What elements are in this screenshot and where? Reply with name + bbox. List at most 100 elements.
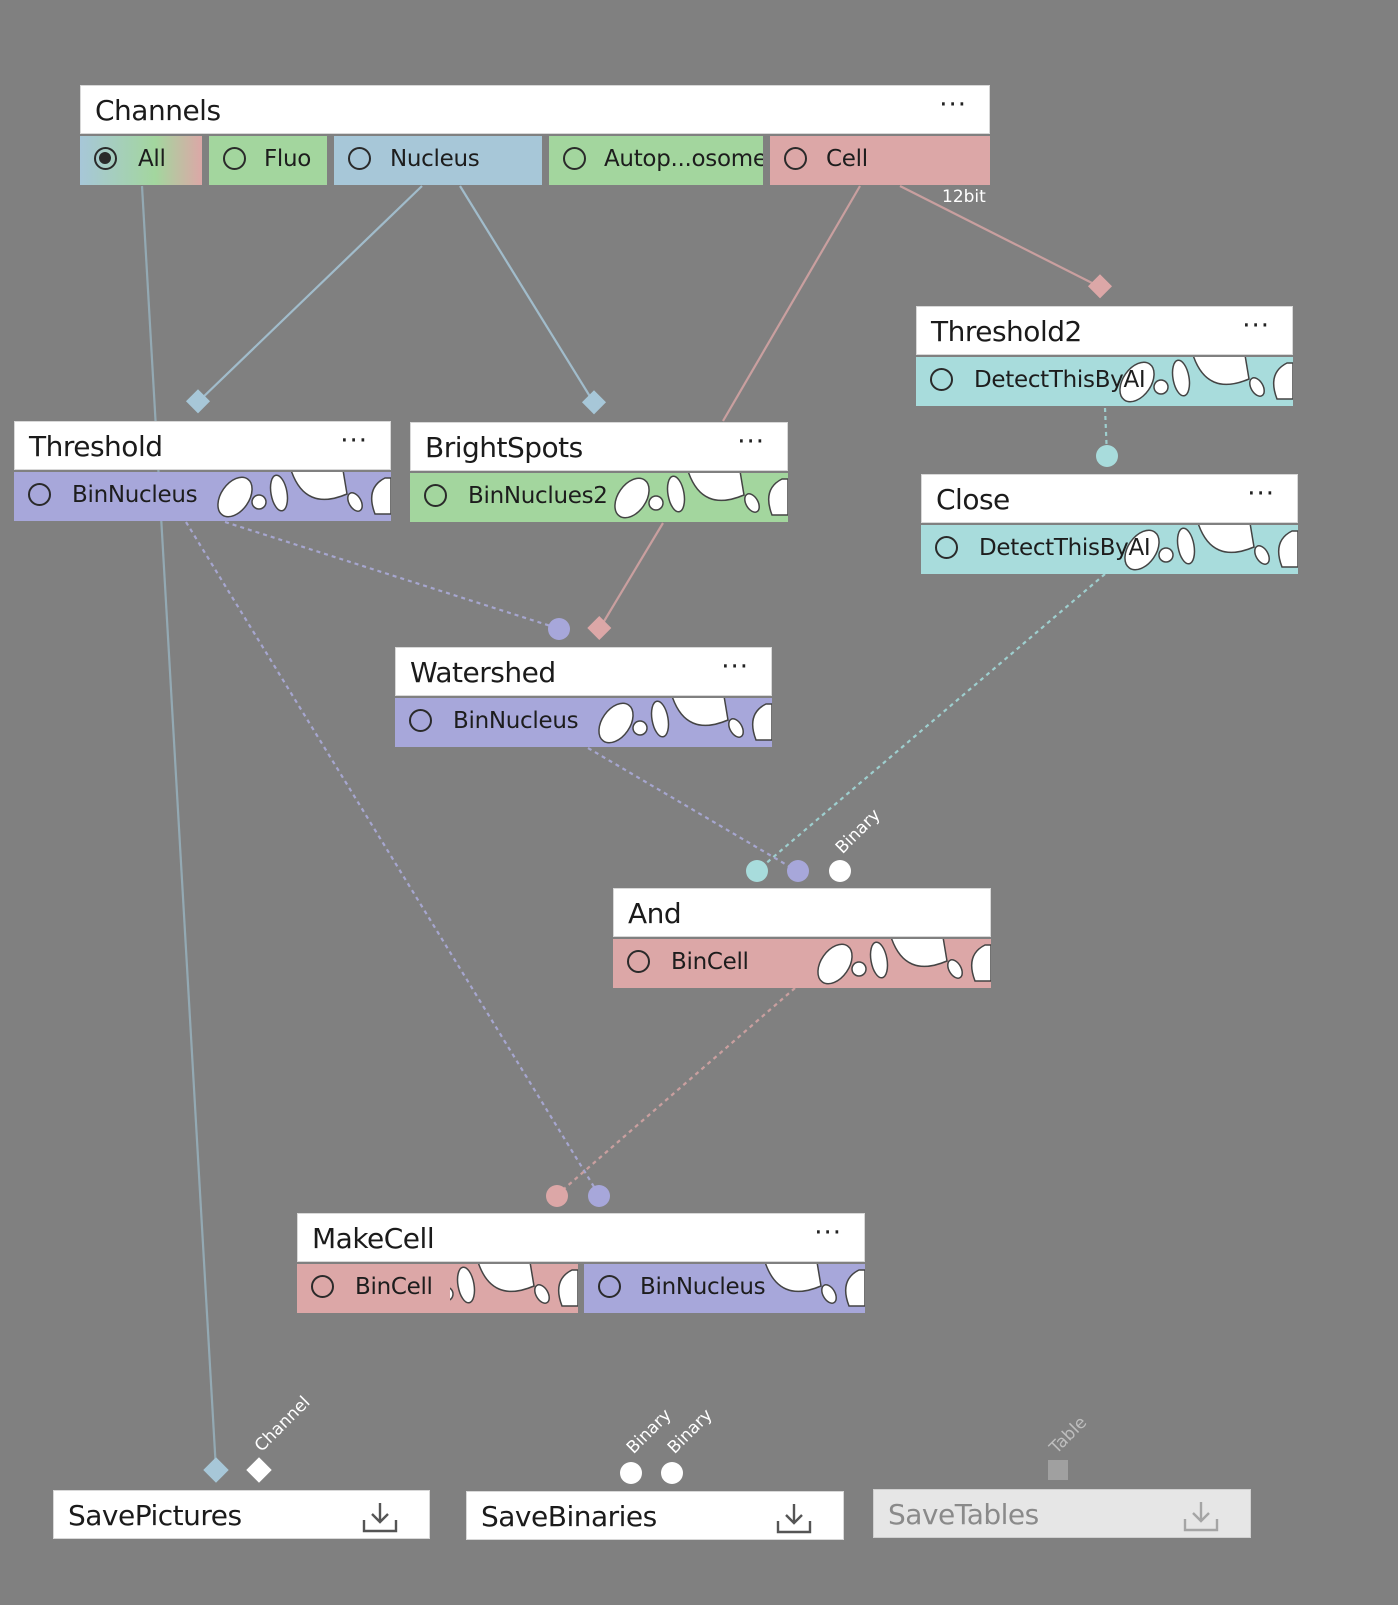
radio-selected-icon[interactable] <box>94 147 117 170</box>
brightspots-menu-button[interactable]: ··· <box>737 427 765 457</box>
savebinaries-input-port-1[interactable] <box>620 1462 642 1484</box>
makecell-node[interactable]: MakeCell ··· BinCell BinNucleus <box>297 1213 865 1313</box>
threshold2-input-port[interactable] <box>1087 274 1113 299</box>
binary-preview-icon <box>598 698 772 744</box>
radio-icon[interactable] <box>311 1275 334 1298</box>
threshold2-node-header[interactable]: Threshold2 ··· <box>916 306 1293 355</box>
wire-nucleus-to-threshold <box>197 185 423 403</box>
savebinaries-input-port-2[interactable] <box>661 1462 683 1484</box>
watershed-output-binnucleus[interactable]: BinNucleus <box>395 698 772 747</box>
savepictures-node-header[interactable]: SavePictures <box>53 1490 430 1539</box>
output-label: BinNucleus <box>640 1274 766 1300</box>
savetables-input-port[interactable] <box>1048 1460 1068 1480</box>
watershed-input-port-channel[interactable] <box>587 615 612 641</box>
channel-label: Cell <box>826 146 868 172</box>
binary-preview-icon <box>217 472 391 518</box>
watershed-node-title: Watershed <box>410 656 556 689</box>
makecell-output-bincell[interactable]: BinCell <box>297 1264 578 1313</box>
and-input-port-3[interactable] <box>829 860 851 882</box>
radio-icon[interactable] <box>348 147 371 170</box>
savepictures-input-port-2[interactable] <box>246 1457 272 1483</box>
radio-icon[interactable] <box>424 484 447 507</box>
radio-icon[interactable] <box>28 483 51 506</box>
threshold2-menu-button[interactable]: ··· <box>1242 311 1270 341</box>
radio-icon[interactable] <box>935 536 958 559</box>
output-label: BinCell <box>355 1274 433 1300</box>
and-input-port-2[interactable] <box>787 860 809 882</box>
brightspots-node-title: BrightSpots <box>425 431 583 464</box>
watershed-node[interactable]: Watershed ··· BinNucleus <box>395 647 772 747</box>
download-icon[interactable] <box>361 1500 399 1534</box>
output-label: BinNucleus <box>453 708 579 734</box>
channels-node[interactable]: Channels ··· All Fluo Nucleus Autop...os… <box>80 85 990 185</box>
channel-output-cell[interactable]: Cell <box>770 136 990 185</box>
brightspots-input-port[interactable] <box>581 390 607 415</box>
close-node[interactable]: Close ··· DetectThisByAI <box>921 474 1298 574</box>
close-node-header[interactable]: Close ··· <box>921 474 1298 523</box>
savepictures-input-port-1[interactable] <box>203 1457 229 1483</box>
threshold-node-title: Threshold <box>29 430 163 463</box>
savetables-node[interactable]: SaveTables <box>873 1489 1251 1538</box>
binary-preview-icon <box>1119 357 1293 403</box>
savebinaries-node[interactable]: SaveBinaries <box>466 1491 844 1540</box>
makecell-input-port-1[interactable] <box>546 1185 568 1207</box>
threshold2-output-detectthisbyai[interactable]: DetectThisByAI <box>916 357 1293 406</box>
makecell-input-port-2[interactable] <box>588 1185 610 1207</box>
makecell-output-binnucleus[interactable]: BinNucleus <box>584 1264 865 1313</box>
savepictures-node[interactable]: SavePictures <box>53 1490 430 1539</box>
close-input-port[interactable] <box>1096 445 1118 467</box>
binary-preview-icon <box>614 473 788 519</box>
radio-icon[interactable] <box>223 147 246 170</box>
savebinaries-node-header[interactable]: SaveBinaries <box>466 1491 844 1540</box>
makecell-menu-button[interactable]: ··· <box>814 1218 842 1248</box>
wire-threshold-to-makecell <box>185 521 600 1196</box>
threshold-menu-button[interactable]: ··· <box>340 426 368 456</box>
radio-icon[interactable] <box>627 950 650 973</box>
binary-preview-icon <box>450 1264 578 1307</box>
output-label: DetectThisByAI <box>979 535 1151 561</box>
makecell-node-header[interactable]: MakeCell ··· <box>297 1213 865 1262</box>
threshold-node-header[interactable]: Threshold ··· <box>14 421 391 470</box>
radio-icon[interactable] <box>930 368 953 391</box>
download-icon[interactable] <box>1182 1499 1220 1533</box>
and-output-bincell[interactable]: BinCell <box>613 939 991 988</box>
brightspots-output-binnuclues2[interactable]: BinNuclues2 <box>410 473 788 522</box>
and-node[interactable]: And BinCell <box>613 888 991 988</box>
and-node-header[interactable]: And <box>613 888 991 937</box>
channel-output-all[interactable]: All <box>80 136 202 185</box>
brightspots-node[interactable]: BrightSpots ··· BinNuclues2 <box>410 422 788 522</box>
binary-preview-icon <box>817 939 991 985</box>
channels-node-title: Channels <box>95 94 221 127</box>
and-input-port-1[interactable] <box>746 860 768 882</box>
watershed-node-header[interactable]: Watershed ··· <box>395 647 772 696</box>
watershed-menu-button[interactable]: ··· <box>721 652 749 682</box>
close-node-title: Close <box>936 483 1010 516</box>
brightspots-node-header[interactable]: BrightSpots ··· <box>410 422 788 471</box>
output-label: BinNucleus <box>72 482 198 508</box>
close-output-detectthisbyai[interactable]: DetectThisByAI <box>921 525 1298 574</box>
radio-icon[interactable] <box>409 709 432 732</box>
channel-output-autophagosome[interactable]: Autop...osome <box>549 136 763 185</box>
binary-preview-icon <box>1124 525 1298 571</box>
savepictures-node-title: SavePictures <box>68 1499 242 1532</box>
channels-node-header[interactable]: Channels ··· <box>80 85 990 134</box>
threshold-node[interactable]: Threshold ··· BinNucleus <box>14 421 391 521</box>
channel-output-fluo[interactable]: Fluo <box>209 136 327 185</box>
bit-depth-label: 12bit <box>942 187 986 207</box>
wire-brightspots-to-watershed <box>599 522 664 629</box>
wire-and-to-makecell <box>556 987 796 1196</box>
threshold2-node[interactable]: Threshold2 ··· DetectThisByAI <box>916 306 1293 406</box>
savetables-node-header[interactable]: SaveTables <box>873 1489 1251 1538</box>
download-icon[interactable] <box>775 1501 813 1535</box>
radio-icon[interactable] <box>563 147 586 170</box>
radio-icon[interactable] <box>598 1275 621 1298</box>
channel-output-nucleus[interactable]: Nucleus <box>334 136 542 185</box>
watershed-input-port-binary[interactable] <box>548 618 570 640</box>
channels-menu-button[interactable]: ··· <box>939 90 967 120</box>
close-menu-button[interactable]: ··· <box>1247 479 1275 509</box>
binary-preview-icon <box>765 1264 865 1307</box>
savebinaries-node-title: SaveBinaries <box>481 1500 657 1533</box>
threshold-output-binnucleus[interactable]: BinNucleus <box>14 472 391 521</box>
radio-icon[interactable] <box>784 147 807 170</box>
